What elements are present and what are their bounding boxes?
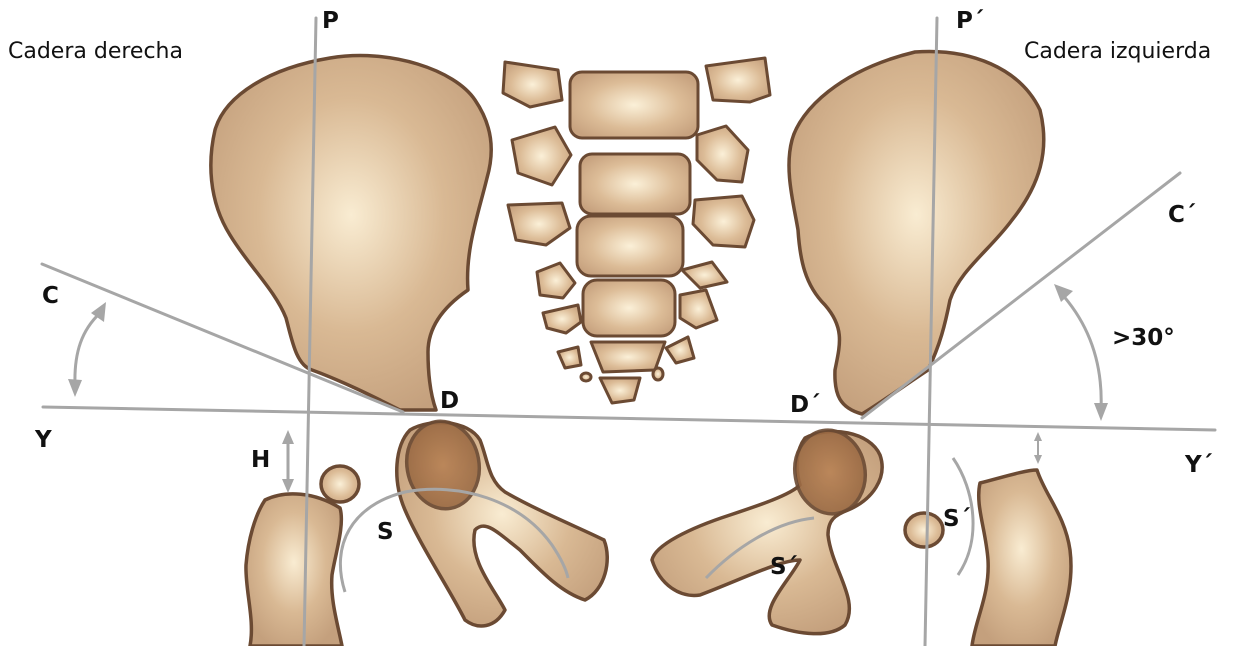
sacral-ala-piece — [706, 58, 770, 102]
label-d: D — [440, 388, 459, 414]
sacral-ala-piece — [558, 347, 581, 368]
sacral-vertebra — [570, 72, 698, 138]
sacral-ala-piece — [666, 337, 694, 363]
acetabular-angle-arrow-right — [68, 302, 106, 397]
sacral-vertebra — [580, 154, 690, 214]
label-y-prime: Y´ — [1184, 452, 1213, 478]
hilgenreiner-line — [43, 407, 1215, 430]
right-femur — [246, 494, 342, 646]
h-distance-arrow — [282, 430, 294, 493]
left-iliac-wing — [789, 51, 1044, 414]
right-femoral-ossification-nucleus — [321, 466, 359, 502]
label-c-prime: C´ — [1168, 202, 1196, 228]
sacral-ala-piece — [581, 373, 591, 381]
left-distance-arrow — [1034, 432, 1042, 464]
label-d-prime: D´ — [790, 392, 821, 418]
label-c: C — [42, 283, 59, 309]
sacral-ala-piece — [512, 127, 571, 185]
label-h: H — [251, 447, 270, 473]
sacral-ala-piece — [508, 203, 570, 245]
sacral-vertebra — [591, 342, 665, 372]
sacral-vertebra — [583, 280, 675, 336]
title-right-hip: Cadera derecha — [8, 39, 183, 64]
sacral-vertebra — [577, 216, 683, 276]
sacrum — [503, 58, 770, 403]
sacral-ala-piece — [693, 196, 754, 247]
label-y: Y — [34, 427, 52, 453]
coccyx — [600, 378, 640, 403]
sacral-ala-piece — [697, 126, 748, 182]
sacral-ala-piece — [503, 62, 562, 107]
right-iliac-wing — [211, 56, 491, 410]
label-s-prime-ischium: S´ — [943, 506, 971, 532]
acetabular-angle-arrow-left — [1054, 284, 1108, 421]
left-femoral-ossification-nucleus — [905, 513, 943, 547]
label-p-prime: P´ — [956, 8, 984, 34]
label-p: P — [322, 8, 339, 34]
title-left-hip: Cadera izquierda — [1024, 39, 1211, 64]
sacral-ala-piece — [537, 263, 575, 298]
label-angle-over-30: >30° — [1112, 325, 1175, 351]
sacral-ala-piece — [680, 290, 717, 328]
sacral-ala-piece — [653, 368, 663, 380]
left-femur — [972, 470, 1071, 646]
sacral-ala-piece — [543, 305, 581, 333]
label-s-prime-femur: S´ — [770, 554, 798, 580]
sacral-ala-piece — [682, 262, 727, 288]
label-s-right: S — [377, 519, 394, 545]
